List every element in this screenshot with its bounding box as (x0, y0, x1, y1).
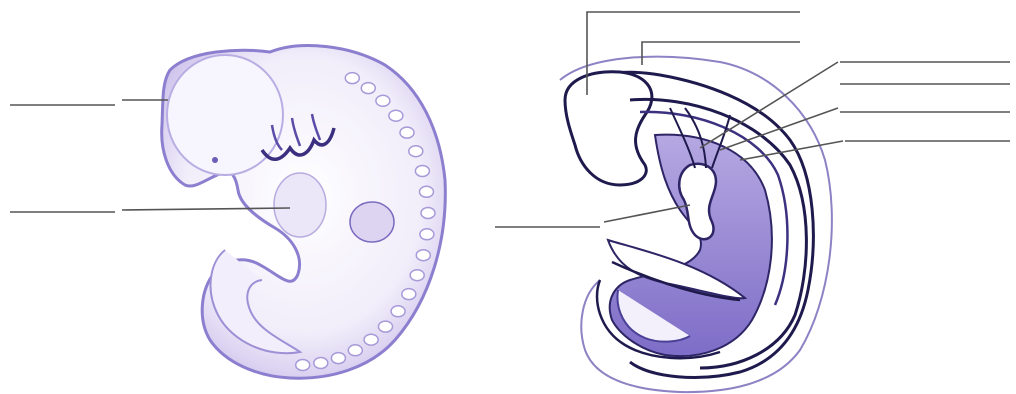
external-embryo-view (162, 46, 446, 379)
heart-bulge (274, 173, 326, 237)
somite (364, 334, 378, 345)
somite (314, 358, 328, 369)
somite (420, 229, 434, 240)
somite (348, 345, 362, 356)
somite (420, 186, 434, 197)
heart-tube (679, 164, 716, 240)
somite (391, 306, 405, 317)
somite (421, 208, 435, 219)
somite (379, 321, 393, 332)
somite (361, 83, 375, 94)
somite (345, 73, 359, 84)
somite (409, 146, 423, 157)
somite (331, 353, 345, 364)
somite (415, 166, 429, 177)
somite (416, 250, 430, 261)
somite (296, 360, 310, 371)
leader-line-right-3-pointer (720, 108, 838, 150)
sagittal-section-view (560, 57, 832, 392)
somite (410, 270, 424, 281)
leader-lines (10, 12, 1010, 227)
limb-bud (350, 202, 394, 242)
brain-vesicle (565, 72, 652, 185)
somite (376, 95, 390, 106)
somite (402, 289, 416, 300)
leader-line-heart-tube-pointer (604, 205, 690, 222)
somite (389, 110, 403, 121)
leader-line-right-1-pointer (700, 62, 838, 148)
eye-spot (212, 157, 218, 163)
somite (400, 127, 414, 138)
